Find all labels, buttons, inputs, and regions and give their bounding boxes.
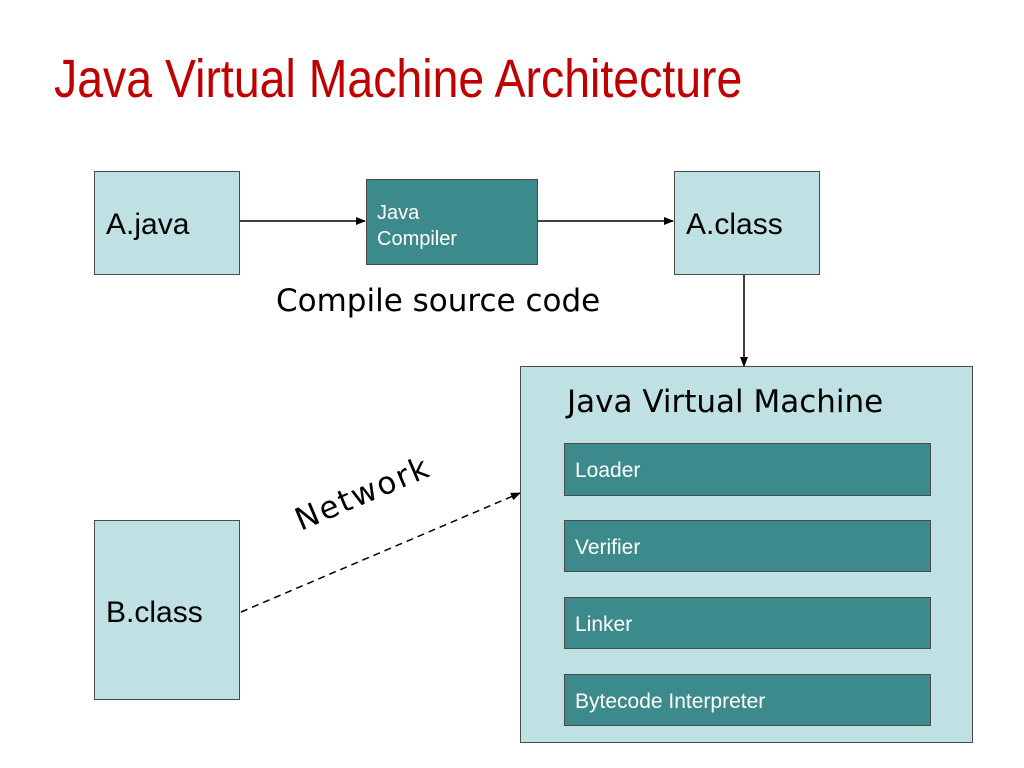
compiler-label: Java Compiler: [377, 200, 457, 252]
source-file-box: A.java: [94, 171, 240, 275]
jvm-stage-label: Loader: [575, 459, 641, 482]
jvm-stage-loader: Loader: [564, 443, 931, 496]
class-file-box: A.class: [674, 171, 820, 275]
jvm-container: Java Virtual Machine Loader Verifier Lin…: [520, 366, 973, 743]
slide-title: Java Virtual Machine Architecture: [54, 49, 743, 109]
arrow-network-to-jvm: [240, 492, 521, 613]
compiler-label-line2: Compiler: [377, 228, 458, 250]
jvm-heading: Java Virtual Machine: [567, 384, 884, 420]
source-file-label: A.java: [106, 208, 190, 241]
remote-class-file-box: B.class: [94, 520, 240, 700]
jvm-stage-label: Linker: [575, 613, 633, 636]
jvm-stage-label: Verifier: [575, 536, 641, 559]
remote-class-file-label: B.class: [106, 596, 203, 629]
compile-caption: Compile source code: [276, 283, 601, 319]
compiler-box: Java Compiler: [366, 179, 538, 265]
compiler-label-line1: Java: [377, 202, 420, 224]
jvm-stage-verifier: Verifier: [564, 520, 931, 572]
jvm-stage-interpreter: Bytecode Interpreter: [564, 674, 931, 726]
jvm-stage-label: Bytecode Interpreter: [575, 690, 766, 713]
jvm-stage-linker: Linker: [564, 597, 931, 649]
class-file-label: A.class: [686, 208, 783, 241]
